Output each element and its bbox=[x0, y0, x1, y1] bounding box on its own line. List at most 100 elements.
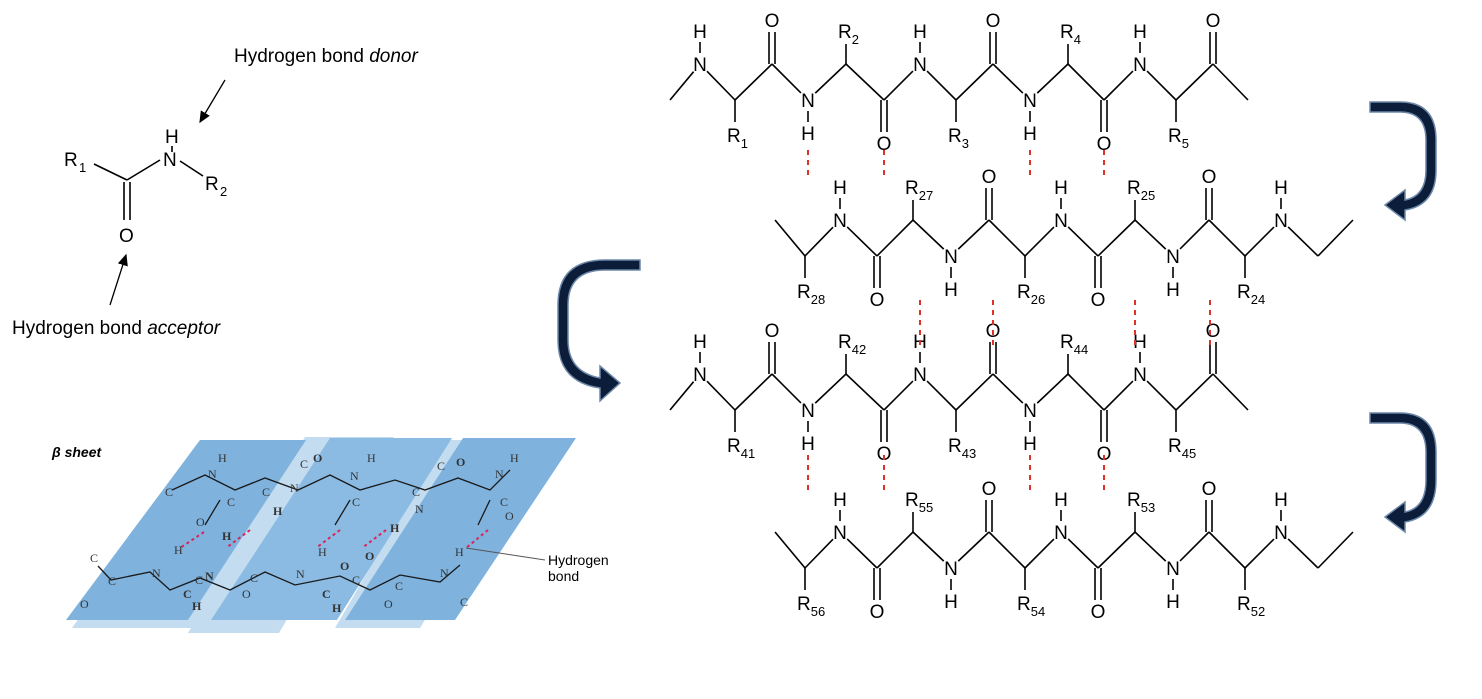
backbone-bond bbox=[1036, 373, 1069, 404]
hydrogen-atom: H bbox=[1166, 592, 1180, 613]
r-group: R42 bbox=[838, 332, 866, 357]
backbone-bond bbox=[846, 538, 878, 569]
backbone-bond bbox=[669, 71, 695, 101]
nitrogen-atom: N bbox=[801, 401, 815, 422]
oxygen-atom: O bbox=[1206, 321, 1221, 342]
r-group: R54 bbox=[1017, 594, 1045, 619]
r-group: R5 bbox=[1168, 126, 1189, 151]
backbone-bond bbox=[1287, 226, 1319, 257]
backbone-bond bbox=[774, 531, 806, 569]
svg-text:N: N bbox=[205, 569, 214, 583]
svg-text:C: C bbox=[90, 551, 98, 565]
hydrogen-atom: H bbox=[944, 280, 958, 301]
backbone-bond bbox=[845, 63, 885, 101]
svg-text:H: H bbox=[390, 521, 400, 535]
svg-text:N: N bbox=[350, 469, 359, 483]
r-group: R2 bbox=[838, 22, 859, 47]
oxygen-atom: O bbox=[982, 479, 997, 500]
backbone-bond bbox=[1103, 70, 1134, 101]
hydrogen-atom: H bbox=[1023, 434, 1037, 455]
svg-text:O: O bbox=[365, 549, 374, 563]
svg-text:C: C bbox=[227, 495, 235, 509]
svg-text:N: N bbox=[495, 467, 504, 481]
backbone-bond bbox=[1097, 531, 1136, 569]
r-group: R24 bbox=[1237, 282, 1265, 307]
backbone-bond bbox=[1317, 219, 1354, 257]
svg-text:O: O bbox=[384, 597, 393, 611]
backbone-bond bbox=[814, 63, 847, 94]
hydrogen-bonds bbox=[807, 150, 1211, 490]
svg-text:O: O bbox=[80, 597, 89, 611]
backbone-bond bbox=[1175, 373, 1214, 411]
amide-r1: R bbox=[64, 150, 78, 171]
donor-label: Hydrogen bond donor bbox=[234, 46, 418, 67]
backbone-bond bbox=[846, 226, 878, 257]
svg-text:H: H bbox=[367, 451, 376, 465]
backbone-bond bbox=[883, 380, 914, 411]
svg-text:O: O bbox=[313, 451, 322, 465]
backbone-bond bbox=[1244, 538, 1275, 569]
nitrogen-atom: N bbox=[1054, 523, 1068, 544]
nitrogen-atom: N bbox=[913, 365, 927, 386]
oxygen-atom: O bbox=[1091, 602, 1106, 623]
hydrogen-atom: H bbox=[693, 332, 707, 353]
hydrogen-atom: H bbox=[1166, 280, 1180, 301]
r-group: R45 bbox=[1168, 436, 1196, 461]
svg-text:C: C bbox=[395, 579, 403, 593]
oxygen-atom: O bbox=[1206, 11, 1221, 32]
strand-3: NHR41ONHR42ONHR43ONHR44ONHR45O bbox=[669, 321, 1249, 465]
svg-text:H: H bbox=[332, 601, 342, 615]
svg-text:O: O bbox=[242, 587, 251, 601]
backbone-bond bbox=[992, 373, 1024, 404]
oxygen-atom: O bbox=[765, 321, 780, 342]
amide-h: H bbox=[165, 127, 179, 148]
oxygen-atom: O bbox=[765, 11, 780, 32]
backbone-bond bbox=[955, 373, 994, 411]
svg-text:O: O bbox=[196, 515, 205, 529]
nitrogen-atom: N bbox=[1023, 401, 1037, 422]
backbone-bond bbox=[1067, 63, 1105, 101]
svg-text:N: N bbox=[415, 502, 424, 516]
nitrogen-atom: N bbox=[1274, 211, 1288, 232]
hydrogen-atom: H bbox=[1274, 490, 1288, 511]
r-group: R56 bbox=[797, 594, 825, 619]
oxygen-atom: O bbox=[1202, 479, 1217, 500]
backbone-bond bbox=[845, 373, 885, 411]
amide-r2-sub: 2 bbox=[220, 184, 227, 199]
backbone-bond bbox=[957, 531, 990, 562]
backbone-bond bbox=[1244, 226, 1275, 257]
svg-text:N: N bbox=[296, 567, 305, 581]
hydrogen-atom: H bbox=[1054, 490, 1068, 511]
r-group: R26 bbox=[1017, 282, 1045, 307]
r-group: R27 bbox=[905, 178, 933, 203]
hydrogen-atom: H bbox=[801, 124, 815, 145]
nitrogen-atom: N bbox=[1133, 365, 1147, 386]
svg-text:C: C bbox=[352, 573, 360, 587]
backbone-bond bbox=[814, 373, 847, 404]
r-group: R52 bbox=[1237, 594, 1265, 619]
svg-text:H: H bbox=[174, 543, 183, 557]
backbone-bond bbox=[734, 373, 773, 411]
svg-text:N: N bbox=[208, 467, 217, 481]
backbone-bond bbox=[1179, 219, 1210, 250]
backbone-bond bbox=[883, 70, 914, 101]
nitrogen-atom: N bbox=[693, 55, 707, 76]
svg-text:C: C bbox=[437, 459, 445, 473]
oxygen-atom: O bbox=[1097, 134, 1112, 155]
hydrogen-atom: H bbox=[1133, 22, 1147, 43]
backbone-bond bbox=[957, 219, 990, 250]
backbone-bond bbox=[1212, 63, 1249, 101]
svg-text:N: N bbox=[290, 481, 299, 495]
hydrogen-atom: H bbox=[1133, 332, 1147, 353]
amide-atoms: R 1 H N R 2 O bbox=[64, 127, 227, 247]
svg-text:H: H bbox=[510, 451, 519, 465]
nitrogen-atom: N bbox=[1023, 91, 1037, 112]
nitrogen-atom: N bbox=[833, 211, 847, 232]
nitrogen-atom: N bbox=[693, 365, 707, 386]
svg-text:C: C bbox=[165, 485, 173, 499]
svg-text:H: H bbox=[455, 545, 464, 559]
